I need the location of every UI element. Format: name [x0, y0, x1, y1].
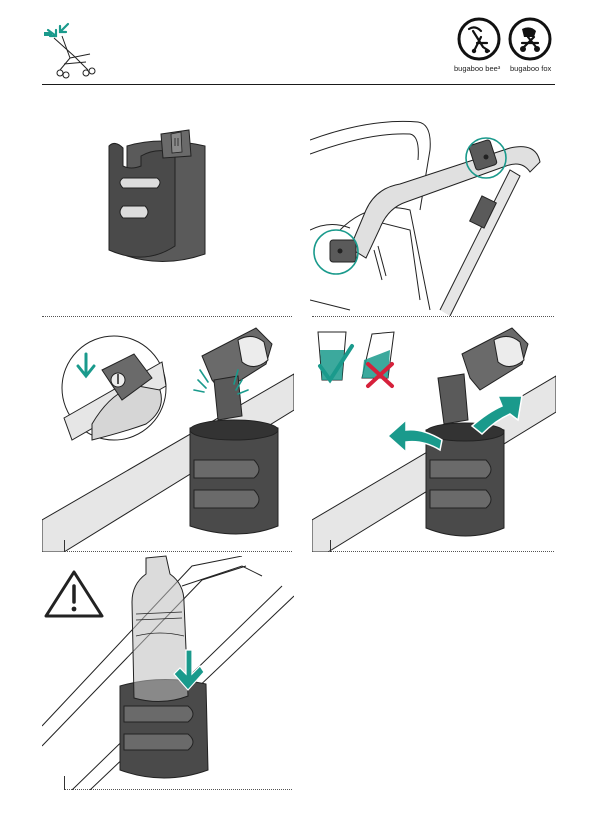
stroller-fox-icon	[508, 17, 552, 61]
tick-mark	[64, 776, 65, 790]
step-4-level-illustration	[312, 320, 556, 552]
rotate-left-arrow-icon	[388, 420, 442, 452]
separator	[330, 551, 554, 552]
brand-label-bee: bugaboo bee³	[454, 64, 500, 73]
stroller-bee-icon	[457, 17, 501, 61]
step-1-cup-holder-illustration	[105, 126, 215, 271]
tick-mark	[330, 540, 331, 552]
folding-stroller-icon	[40, 18, 102, 80]
step-5-bottle-illustration	[42, 556, 294, 790]
separator	[64, 789, 292, 790]
step-3-attach-illustration	[42, 320, 294, 552]
step-2-handlebar-illustration	[310, 110, 556, 316]
separator	[312, 316, 554, 317]
brand-label-fox: bugaboo fox	[510, 64, 551, 73]
header-divider	[42, 84, 555, 85]
tick-mark	[64, 540, 65, 552]
separator	[64, 551, 292, 552]
separator	[42, 316, 292, 317]
